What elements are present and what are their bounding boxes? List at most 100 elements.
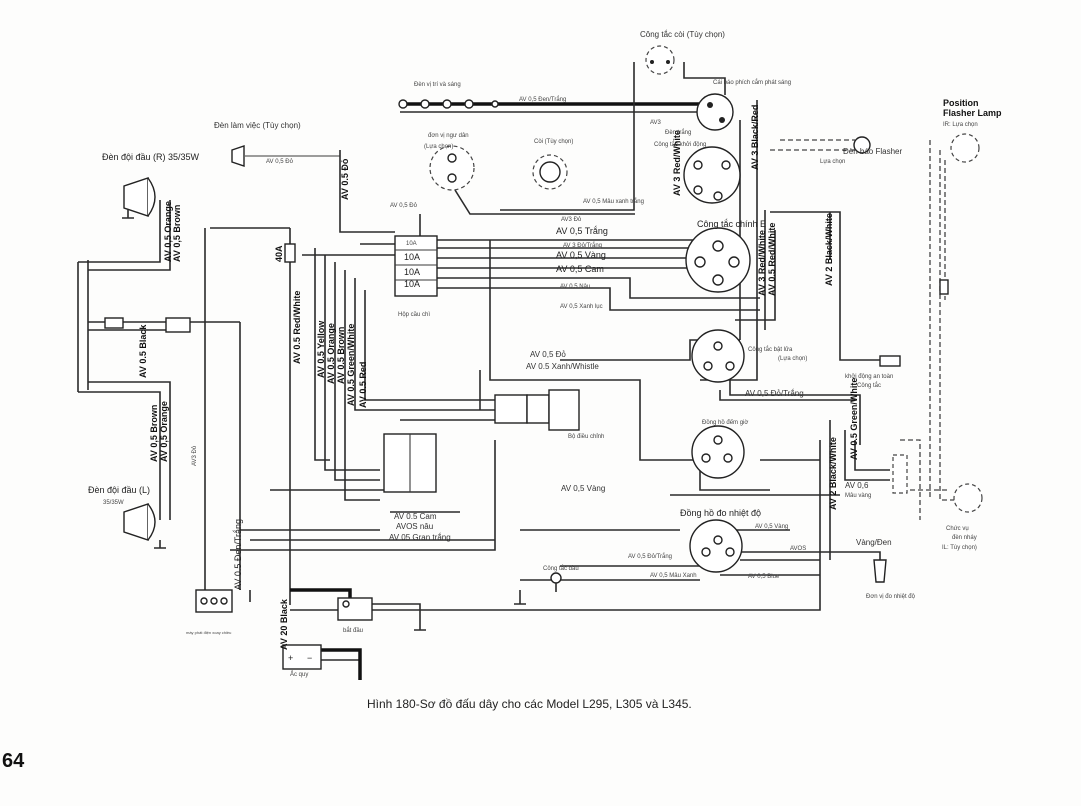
- horn-switch: [645, 45, 675, 75]
- flasher-lamp-en-3: IR: Lựa chọn: [943, 122, 978, 128]
- ground-symbols: [122, 210, 526, 631]
- temp-gauge: [689, 519, 743, 573]
- wire-label: AV 0,5 Brown: [172, 205, 182, 262]
- flasher-lamp-vn-2: Lựa chọn: [820, 159, 845, 165]
- wire-label: AV 0,5 Cam: [556, 264, 604, 274]
- position-lamp: [429, 145, 475, 191]
- wire-label: AVOS nâu: [396, 522, 433, 531]
- wire-label: AV 0,5 Đỏ: [530, 350, 566, 359]
- horn: [532, 154, 568, 190]
- position-lamp-label-2: (Lựa chọn): [424, 144, 453, 150]
- wire-label: AVOS: [790, 546, 806, 552]
- wire-label: AV3 Đỏ: [561, 216, 582, 223]
- fuse-40a: [284, 243, 296, 263]
- charge-lamp: [696, 93, 734, 131]
- fuse-box: [394, 235, 438, 297]
- alternator: [195, 589, 233, 613]
- headlamp-l-watt: 35/35W: [103, 500, 124, 506]
- svg-text:−: −: [307, 653, 312, 663]
- wire-label: AV 0.5 Yellow: [316, 320, 326, 378]
- safety-start-switch: [879, 355, 901, 367]
- wire-label: AV 0.5 Black: [138, 324, 148, 378]
- harness-plugs: [104, 317, 191, 333]
- safety-switch-label-1: khởi động an toàn: [845, 373, 893, 380]
- wires: [77, 62, 955, 680]
- main-switch-label: Công tắc chính E: [697, 219, 766, 229]
- wire-label: Mâu vàng: [845, 493, 871, 499]
- fuse-3-label: 10A: [404, 267, 420, 277]
- start-switch-label-2: Công tắc khởi động: [654, 141, 706, 148]
- light-switch-label-1: Công tắc bật lửa: [748, 346, 793, 353]
- wire-label: AV 0,5 Đen/Trắng: [519, 96, 566, 103]
- wire-label: AV 0.5 Đỏ: [340, 158, 350, 200]
- wire-label: AV 0,5 Đỏ/Trắng: [745, 389, 804, 398]
- headlamp-l-label: Đèn đội đầu (L): [88, 485, 150, 495]
- wire-label: AV 0,5 Mâu Xanh: [650, 573, 697, 579]
- wire-label: AV 0.5 Red/White: [767, 223, 777, 296]
- start-switch-label-1: Đèn trắng: [665, 129, 691, 136]
- oil-switch-label: Công tắc dầu: [543, 565, 579, 572]
- connector-block: [494, 389, 580, 431]
- turn-unit-label-2: đèn nháy: [952, 535, 977, 541]
- temp-gauge-label: Đồng hồ đo nhiệt độ: [680, 508, 761, 518]
- horn-switch-label: Công tắc còi (Tùy chọn): [640, 30, 725, 39]
- figure-caption: Hình 180-Sơ đồ đấu dây cho các Model L29…: [367, 697, 692, 711]
- component-labels: Công tắc còi (Tùy chọn) Cái báo phích cắ…: [88, 30, 1002, 678]
- wire-label: AV 0,5 Vàng: [561, 484, 605, 493]
- starter: [337, 597, 373, 621]
- av3-do-label: AV3 Đỏ: [191, 445, 198, 466]
- wire-label: AV 3 Red/White: [672, 130, 682, 196]
- wire-label: AV 0.5 Red/White: [292, 291, 302, 364]
- wire-label: Vàng/Đen: [856, 538, 892, 547]
- indicator-lamps-label: Đèn vị trí và sáng: [414, 82, 461, 88]
- indicator-lamps: [398, 99, 499, 109]
- battery-label: Ắc quy: [290, 670, 308, 678]
- wire-label: AV 0,5 Đỏ/Trắng: [628, 553, 672, 560]
- oil-switch: [550, 572, 562, 592]
- headlamp-right: [123, 177, 156, 217]
- wire-labels: AV 0,5 Đen/Trắng AV 0,5 Đỏ AV 0,5 Đỏ AV …: [138, 96, 892, 650]
- av3-label: AV3: [650, 120, 662, 126]
- wire-label: AV 0.5 Red: [358, 362, 368, 408]
- wire-label: AV 0,5 Mâu xanh trắng: [583, 198, 644, 205]
- wire-label: AV 0,5 Trắng: [556, 226, 608, 236]
- wire-label: AV 0,5 Đỏ: [266, 158, 294, 165]
- wire-label: AV 0.5 Đen/Trắng: [233, 519, 243, 590]
- fuse-4-label: 10A: [404, 279, 420, 289]
- starter-label: bắt đầu: [343, 627, 363, 634]
- wire-label: AV 0.5 Xanh/Whistle: [526, 362, 599, 371]
- wire-label: AV 0,5 Vàng: [556, 250, 606, 260]
- wire-label: AV 3 Đỏ/Trắng: [563, 242, 602, 249]
- turn-unit-label-3: IL: Tùy chọn): [942, 545, 977, 551]
- wire-label: AV 20 Black: [279, 598, 289, 650]
- wire-label: AV 2 Black/White: [828, 437, 838, 510]
- safety-switch-label-2: Công tắc: [857, 382, 881, 389]
- position-lamp-label-1: đơn vị ngư dân: [428, 133, 469, 139]
- wire-label: AV 0,5 Orange: [159, 401, 169, 462]
- headlamp-left: [123, 503, 156, 541]
- flasher-lamp: [853, 133, 980, 163]
- temp-unit-label: Đơn vị đo nhiệt độ: [866, 594, 916, 600]
- connector-label: Bộ điều chỉnh: [568, 433, 604, 440]
- flasher-lamp-en-2: Flasher Lamp: [943, 108, 1002, 118]
- wire-label: AV 0,5 Orange: [163, 201, 173, 262]
- wire-label: AV 0,5 Brown: [149, 405, 159, 462]
- svg-text:+: +: [288, 653, 293, 663]
- wire-label: AV 0,6: [845, 481, 869, 490]
- wire-label: AV 0,5 Vàng: [755, 524, 788, 530]
- wire-label: AV 3 Black/Red: [750, 105, 760, 170]
- work-lamp-label: Đèn làm việc (Tùy chọn): [214, 121, 301, 130]
- turn-unit-label-1: Chức vụ: [946, 526, 969, 532]
- page-number: 64: [2, 750, 25, 772]
- hour-meter: [691, 425, 745, 479]
- flasher-lamp-vn-1: Đèn báo Flasher: [843, 147, 902, 156]
- hour-meter-label: Đồng hồ đếm giờ: [702, 420, 748, 426]
- fuse-2-label: 10A: [404, 252, 420, 262]
- flasher-lamp-en-1: Position: [943, 98, 979, 108]
- flasher-relay: [939, 279, 949, 295]
- charge-lamp-label: Cái báo phích cắm phát sáng: [713, 79, 791, 86]
- wire-label: AV 3 Red/White: [757, 230, 767, 296]
- light-switch: [691, 329, 745, 383]
- wire-label: AV 0,5 Nâu: [560, 284, 590, 290]
